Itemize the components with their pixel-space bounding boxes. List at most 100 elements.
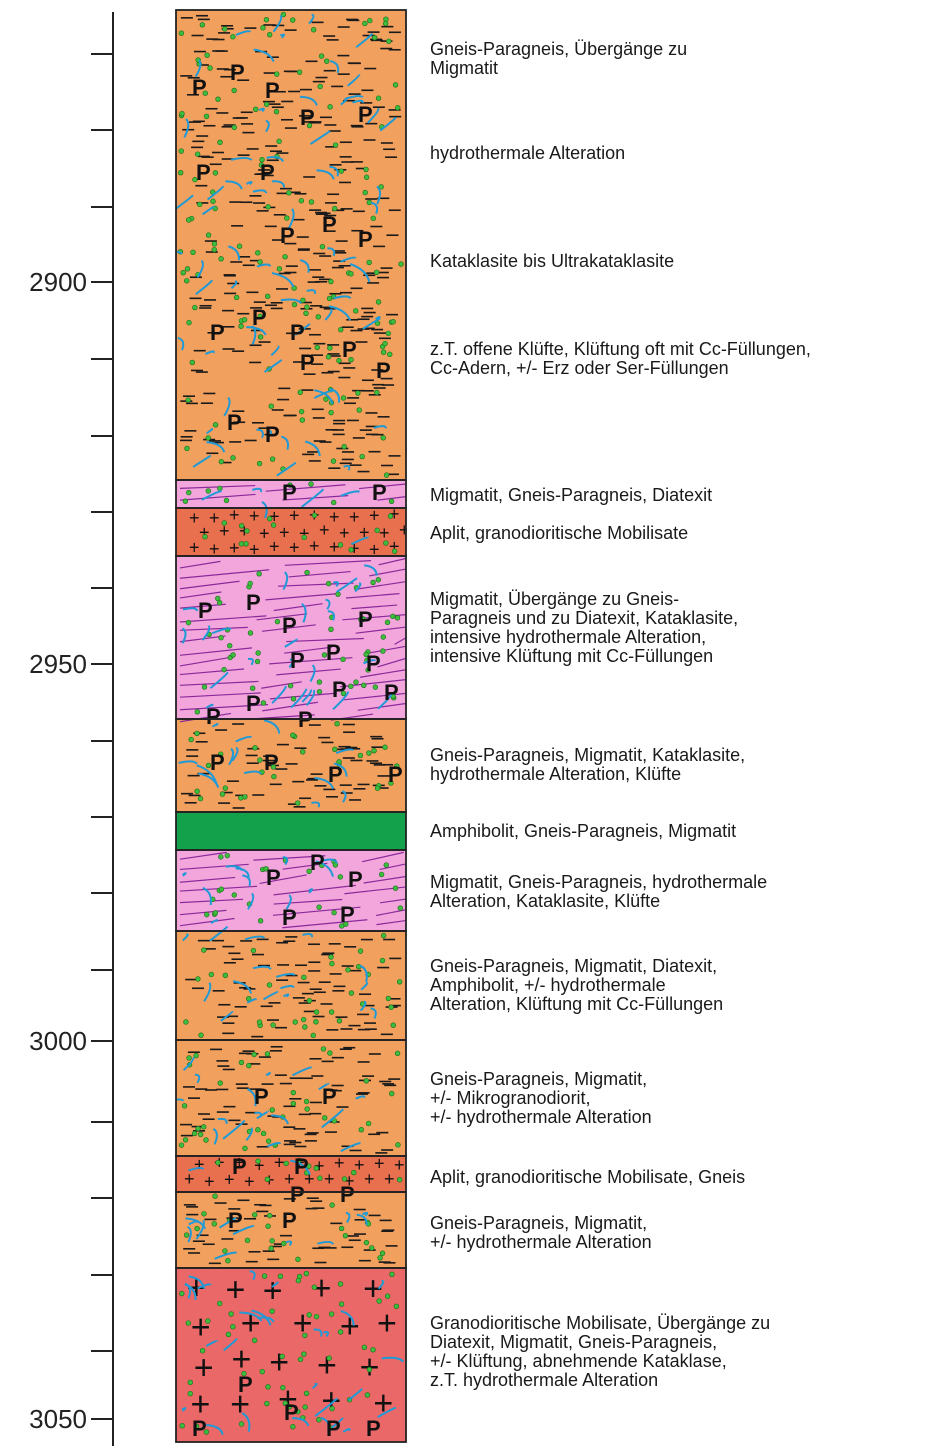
plus-mark: +: [373, 1384, 393, 1422]
layer-aplite: [176, 508, 406, 556]
dot-mark: [298, 408, 305, 415]
dot-mark: [246, 1062, 252, 1069]
fracture-line: [235, 867, 250, 878]
foliation-line: [272, 906, 361, 916]
dot-mark: [310, 1032, 316, 1039]
p-mark: P: [232, 1154, 247, 1179]
dot-mark: [390, 613, 396, 620]
depth-label: 2950: [29, 649, 87, 679]
plus-mark: +: [244, 1172, 255, 1192]
layer-pattern: +++++++++++++++++++++++++++++++++: [189, 500, 406, 560]
fracture-line: [186, 1225, 192, 1243]
fracture-line: [370, 1007, 377, 1019]
dot-mark: [380, 932, 387, 939]
dot-mark: [345, 967, 351, 973]
fracture-line: [347, 1387, 363, 1401]
dot-mark: [303, 1270, 310, 1277]
layer-gneiss: [176, 1040, 406, 1156]
fracture-line: [266, 156, 285, 162]
fracture-line: [318, 1082, 330, 1091]
fracture-line: [252, 965, 272, 970]
fracture-line: [218, 1216, 237, 1229]
fracture-line: [252, 189, 268, 194]
fracture-line: [320, 1416, 330, 1430]
fracture-line: [177, 336, 185, 351]
dot-mark: [328, 1009, 335, 1015]
foliation-line: [179, 668, 245, 676]
p-mark: P: [322, 1084, 337, 1109]
dot-mark: [304, 569, 310, 576]
dot-mark: [259, 1368, 265, 1375]
plus-mark: +: [384, 1169, 395, 1189]
dot-mark: [215, 1159, 221, 1166]
fracture-line: [198, 772, 220, 788]
fracture-line: [246, 181, 253, 185]
fracture-line: [271, 180, 286, 188]
dot-mark: [375, 299, 382, 305]
dot-mark: [359, 453, 365, 460]
fracture-line: [335, 748, 354, 755]
fracture-line: [280, 298, 302, 304]
dot-mark: [244, 1237, 251, 1244]
dot-mark: [313, 1019, 319, 1025]
dot-mark: [238, 1059, 245, 1066]
foliation-line: [277, 582, 354, 587]
fracture-line: [242, 874, 251, 887]
dot-mark: [389, 1090, 395, 1097]
dot-mark: [371, 747, 377, 754]
fracture-line: [376, 185, 382, 205]
plus-mark: +: [189, 508, 200, 528]
unit-description: Granodioritische Mobilisate, Übergänge z…: [430, 1313, 771, 1390]
fracture-line: [329, 387, 341, 403]
foliation-line: [179, 909, 227, 916]
dot-mark: [225, 1258, 231, 1264]
fracture-line: [206, 428, 214, 435]
fracture-line: [327, 610, 336, 621]
fracture-line: [235, 30, 252, 36]
plus-mark: +: [349, 507, 360, 527]
p-mark: P: [230, 60, 245, 85]
fracture-line: [308, 13, 315, 25]
foliation-line: [179, 851, 227, 860]
p-mark: P: [340, 902, 355, 927]
plus-mark: +: [299, 524, 310, 544]
fracture-line: [279, 33, 286, 39]
fracture-line: [367, 108, 380, 124]
dot-mark: [387, 351, 393, 358]
dot-mark: [392, 885, 399, 891]
fracture-line: [222, 1119, 246, 1140]
foliation-line: [284, 560, 372, 566]
dot-mark: [227, 643, 233, 649]
p-mark: P: [300, 350, 315, 375]
depth-label: 2900: [29, 267, 87, 297]
fracture-line: [271, 1114, 289, 1125]
fracture-line: [195, 1219, 205, 1240]
fracture-line: [328, 305, 352, 321]
fracture-line: [271, 685, 287, 704]
dot-mark: [179, 1290, 185, 1297]
p-mark: P: [284, 1400, 299, 1425]
dot-mark: [341, 443, 347, 450]
p-mark: P: [358, 102, 373, 127]
dot-mark: [310, 27, 317, 33]
dot-mark: [204, 911, 210, 918]
fracture-line: [256, 428, 264, 438]
p-mark: P: [227, 410, 242, 435]
plus-mark: +: [344, 1171, 355, 1191]
fracture-line: [354, 582, 362, 593]
plus-mark: +: [209, 539, 220, 559]
dot-mark: [361, 682, 367, 688]
p-mark: P: [348, 867, 363, 892]
fracture-line: [313, 389, 334, 399]
dot-mark: [328, 278, 334, 285]
dot-mark: [194, 730, 200, 737]
dot-mark: [189, 359, 196, 366]
foliation-line: [288, 570, 351, 578]
dot-mark: [221, 520, 228, 526]
dot-mark: [238, 541, 245, 547]
p-mark: P: [358, 227, 373, 252]
dot-mark: [306, 1312, 312, 1318]
dot-mark: [201, 684, 208, 690]
